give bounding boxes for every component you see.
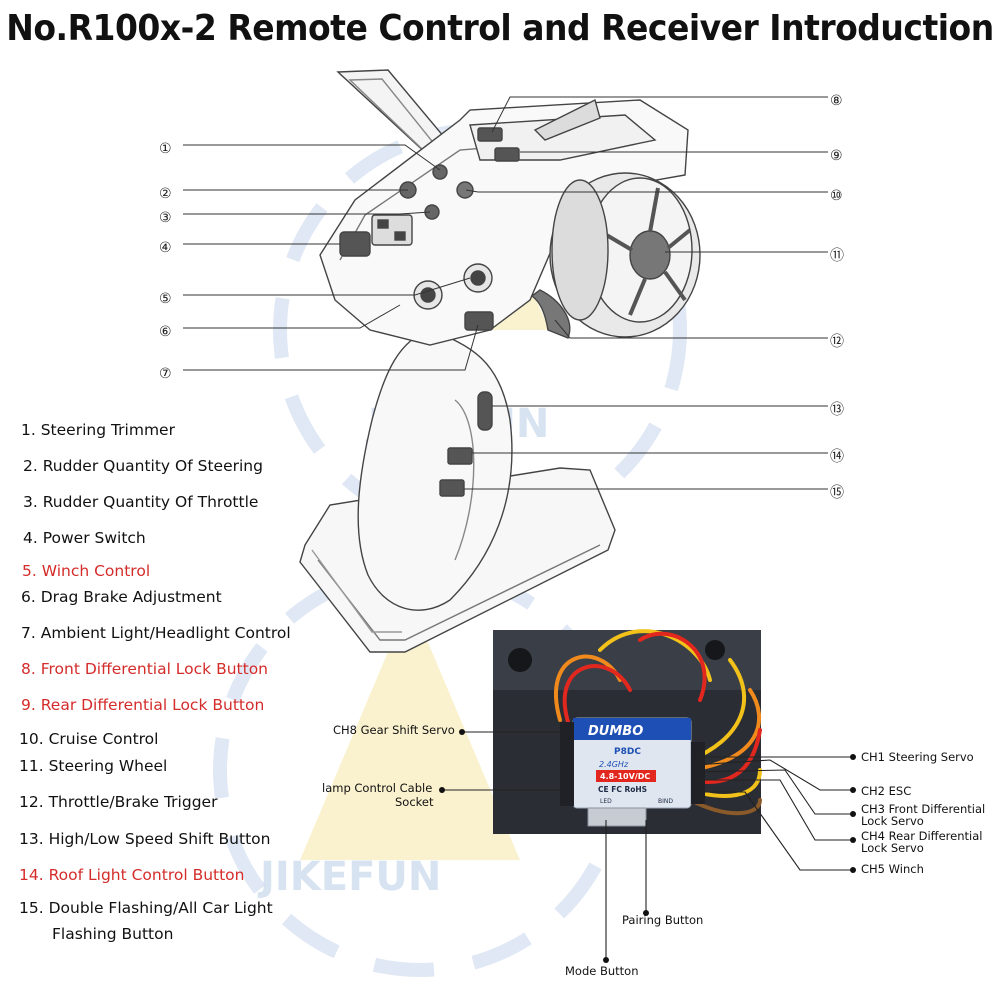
label-ch4-line2: Lock Servo xyxy=(861,841,924,855)
legend-item-13: 13. High/Low Speed Shift Button xyxy=(19,830,271,848)
receiver-bind: BIND xyxy=(658,798,673,805)
receiver-dots xyxy=(439,729,856,963)
callout-11: ⑪ xyxy=(830,248,844,264)
watermark-text-bottom: JIKEFUN xyxy=(257,854,441,900)
remote-control-drawing xyxy=(299,69,701,653)
legend-item-5: 5. Winch Control xyxy=(22,562,151,580)
legend-item-8: 8. Front Differential Lock Button xyxy=(21,660,269,678)
label-ch2: CH2 ESC xyxy=(861,784,912,798)
legend-item-3: 3. Rudder Quantity Of Throttle xyxy=(23,493,259,511)
callout-numbers: ① ② ③ ④ ⑤ ⑥ ⑦ ⑧ ⑨ ⑩ ⑪ ⑫ ⑬ ⑭ ⑮ xyxy=(159,93,844,501)
receiver-cert: CE FC RoHS xyxy=(598,785,647,794)
callout-line-3 xyxy=(183,211,431,215)
callout-15: ⑮ xyxy=(830,485,844,501)
callout-2: ② xyxy=(159,186,172,202)
line-ch3 xyxy=(694,769,855,815)
label-lamp-line2: Socket xyxy=(395,795,434,809)
label-pairing: Pairing Button xyxy=(622,913,704,927)
label-ch5: CH5 Winch xyxy=(861,862,924,876)
label-lamp-line1: lamp Control Cable xyxy=(322,781,433,795)
callout-line-5 xyxy=(183,277,471,296)
legend-item-15: 15. Double Flashing/All Car Light xyxy=(19,899,273,917)
callout-line-1 xyxy=(183,144,441,171)
callout-1: ① xyxy=(159,141,172,157)
legend-item-7: 7. Ambient Light/Headlight Control xyxy=(21,624,291,642)
line-ch5 xyxy=(695,791,855,871)
callout-line-7 xyxy=(183,324,479,371)
legend-item-2: 2. Rudder Quantity Of Steering xyxy=(23,457,263,475)
label-ch3-line2: Lock Servo xyxy=(861,814,924,828)
legend-item-9: 9. Rear Differential Lock Button xyxy=(21,696,265,714)
legend-item-14: 14. Roof Light Control Button xyxy=(19,866,245,884)
legend-item-10: 10. Cruise Control xyxy=(19,730,159,748)
line-ch2 xyxy=(694,759,855,791)
legend-item-15-continuation: Flashing Button xyxy=(52,925,174,943)
label-ch8: CH8 Gear Shift Servo xyxy=(333,723,455,737)
callout-lines xyxy=(183,96,828,490)
callout-3: ③ xyxy=(159,210,172,226)
receiver-freq: 2.4GHz xyxy=(599,760,629,769)
page-title: No.R100x-2 Remote Control and Receiver I… xyxy=(6,6,994,49)
label-ch4-line1: CH4 Rear Differential xyxy=(861,829,983,843)
callout-4: ④ xyxy=(159,240,172,256)
callout-10: ⑩ xyxy=(830,188,843,204)
callout-line-10 xyxy=(465,189,828,193)
callout-5: ⑤ xyxy=(159,291,172,307)
legend-item-6: 6. Drag Brake Adjustment xyxy=(21,588,222,606)
callout-12: ⑫ xyxy=(830,334,844,350)
callout-8: ⑧ xyxy=(830,93,843,109)
legend-item-11: 11. Steering Wheel xyxy=(19,757,168,775)
callout-14: ⑭ xyxy=(830,449,844,465)
line-ch4 xyxy=(695,779,855,841)
callout-line-6 xyxy=(183,304,401,329)
receiver-voltage: 4.8-10V/DC xyxy=(600,772,650,781)
receiver-brand: DUMBO xyxy=(588,724,643,739)
label-ch3-line1: CH3 Front Differential xyxy=(861,802,986,816)
callout-line-12 xyxy=(554,319,828,339)
label-ch1: CH1 Steering Servo xyxy=(861,750,974,764)
label-mode: Mode Button xyxy=(565,964,639,978)
receiver-led: LED xyxy=(600,798,612,805)
callout-9: ⑨ xyxy=(830,148,843,164)
callout-line-8 xyxy=(491,96,828,133)
receiver-lines xyxy=(440,731,855,962)
legend-item-4: 4. Power Switch xyxy=(23,529,146,547)
callout-6: ⑥ xyxy=(159,324,172,340)
receiver-model: P8DC xyxy=(614,747,641,757)
callout-7: ⑦ xyxy=(159,366,172,382)
callout-13: ⑬ xyxy=(830,402,844,418)
legend-item-12: 12. Throttle/Brake Trigger xyxy=(19,793,218,811)
legend-item-1: 1. Steering Trimmer xyxy=(21,421,175,439)
